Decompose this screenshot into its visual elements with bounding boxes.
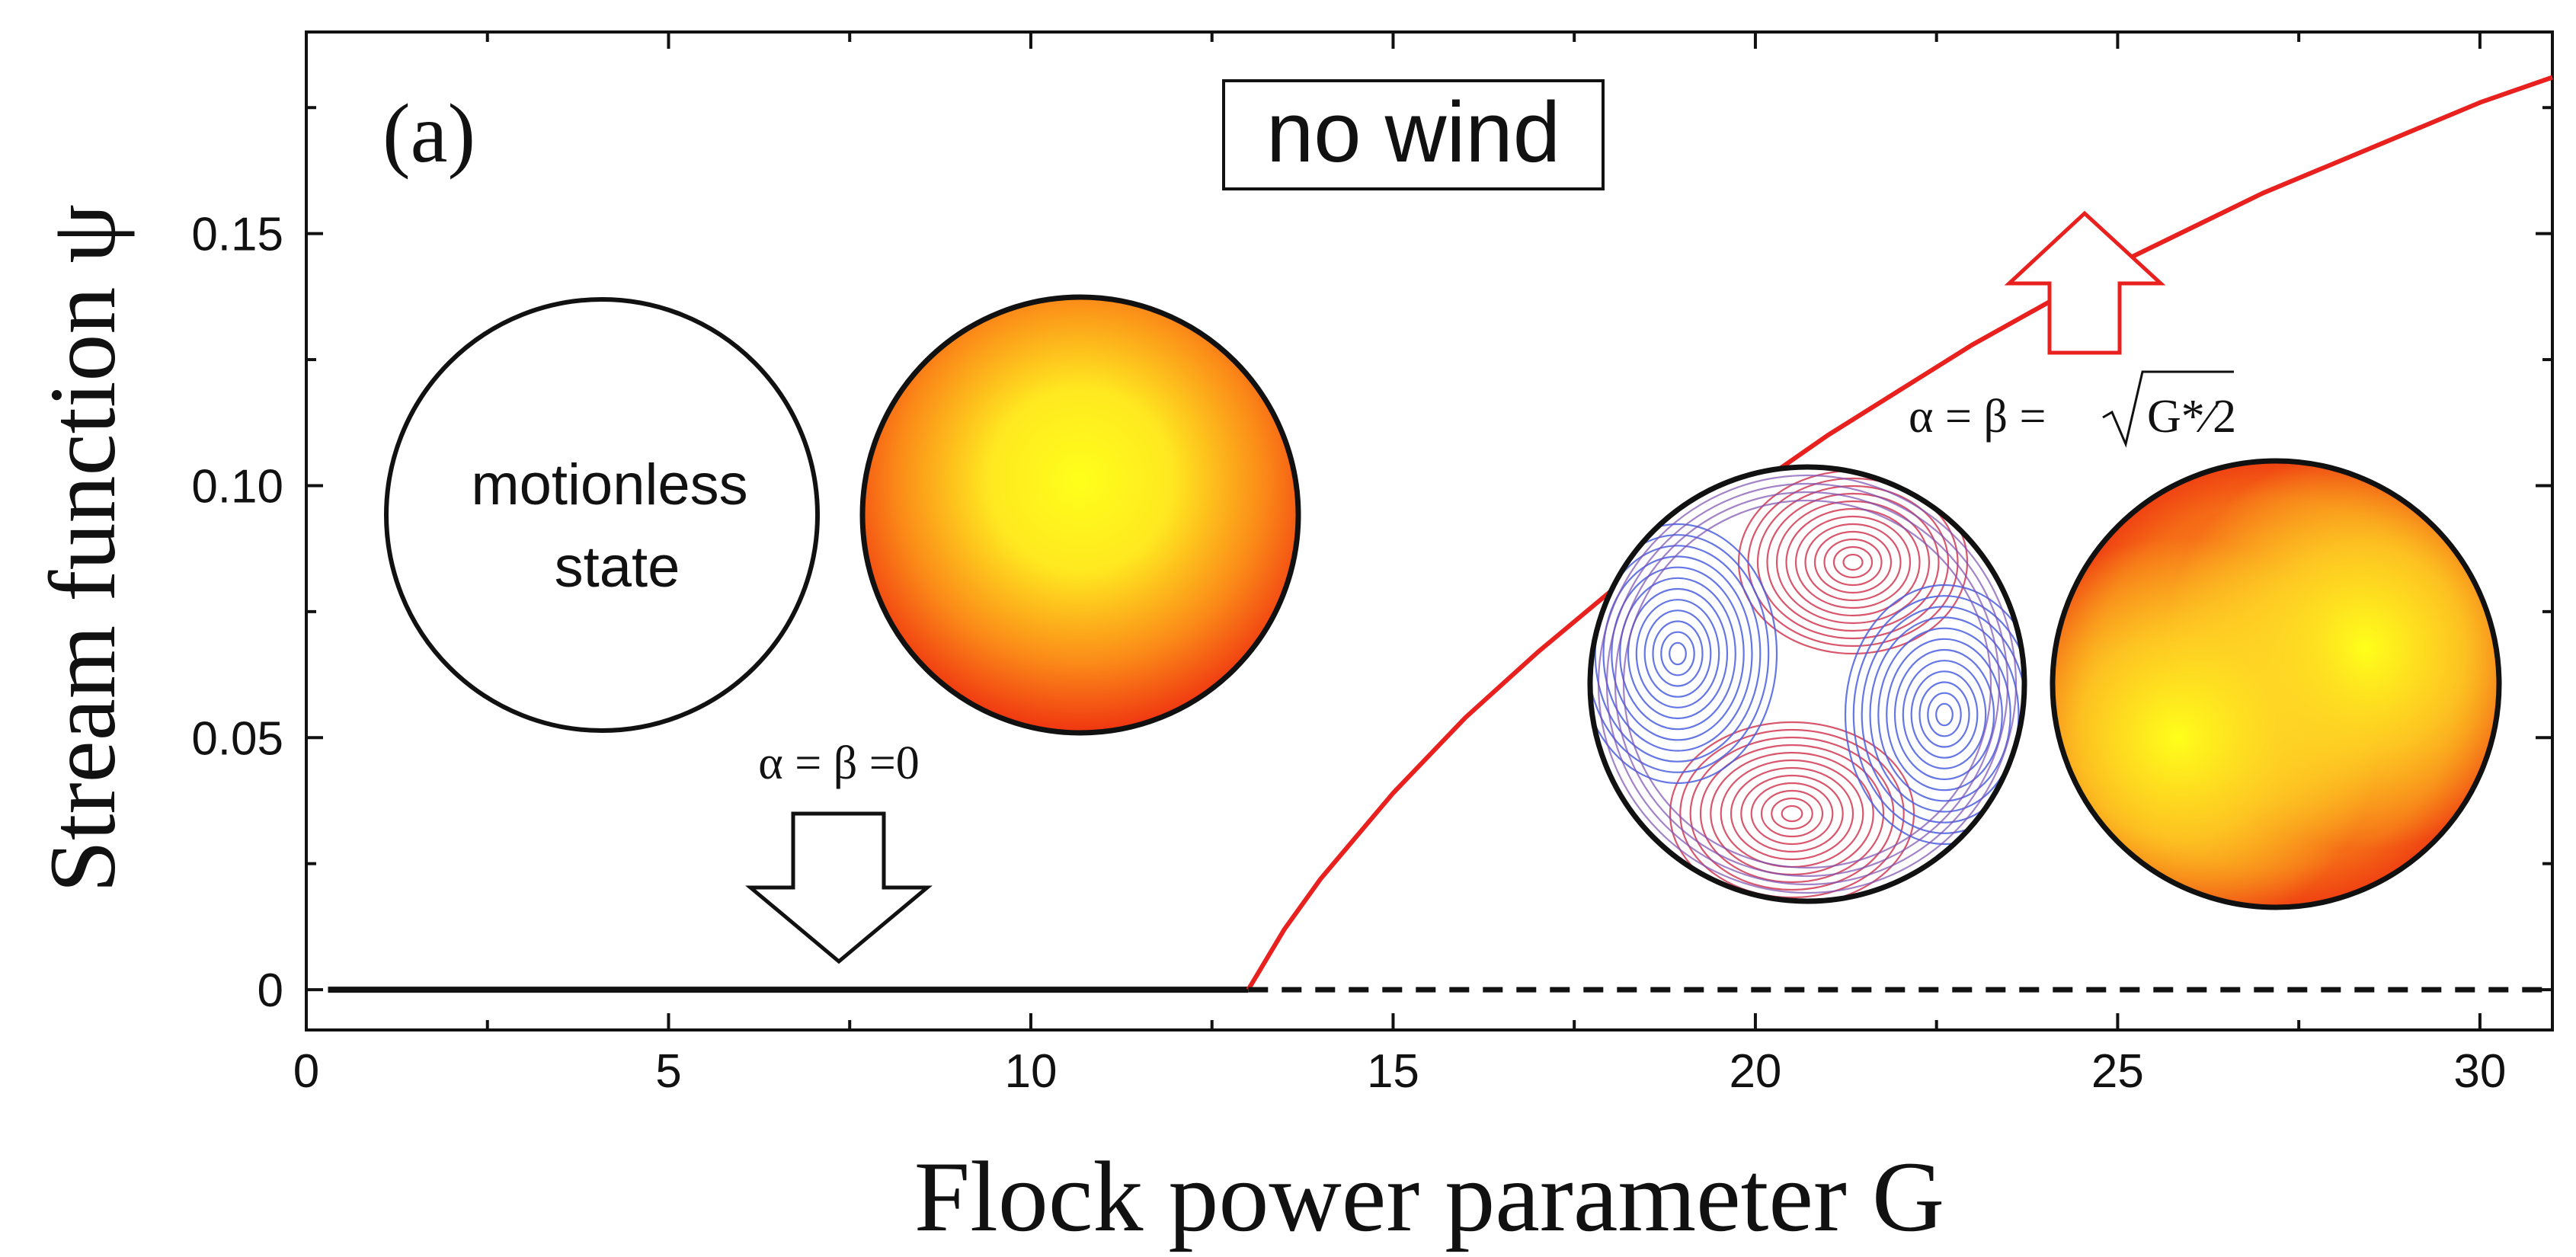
contour-line xyxy=(1886,638,2003,792)
contour-line xyxy=(1861,606,2024,824)
contour-line xyxy=(1760,789,1824,838)
contour-line xyxy=(1844,584,2024,846)
contour-line xyxy=(1590,523,1778,785)
x-axis-title: Flock power parameter G xyxy=(914,1140,1944,1252)
contour-line xyxy=(1710,751,1874,876)
contour-line xyxy=(1643,609,1712,698)
contour-line-outer xyxy=(1597,474,2018,894)
alpha-beta-zero-label: α = β =0 xyxy=(758,737,919,789)
contour-line xyxy=(1699,744,1885,884)
contour-line xyxy=(1602,555,1753,752)
x-tick-label: 0 xyxy=(293,1045,319,1098)
motionless-label-line2: state xyxy=(555,535,680,600)
contour-line xyxy=(1660,631,1695,676)
contour-line xyxy=(1771,797,1813,830)
contour-line xyxy=(1918,681,1970,748)
contour-line xyxy=(1832,545,1874,579)
contour-line xyxy=(1869,616,2020,813)
contour-line xyxy=(1823,538,1883,587)
down-arrow xyxy=(745,811,933,964)
contour-line xyxy=(1590,534,1770,773)
axis-ticks xyxy=(305,32,2552,1030)
axis-tick-labels: 0 5 10 15 20 25 30 0 0.05 0.10 0.15 xyxy=(191,209,2506,1098)
contour-line xyxy=(1781,804,1803,823)
contour-line xyxy=(1627,587,1729,720)
contour-line xyxy=(1635,599,1720,708)
alpha-beta-root-label: α = β = G*⁄2 xyxy=(1909,370,2236,448)
contour-line xyxy=(1927,692,1962,737)
contour-line xyxy=(1750,782,1834,846)
contour-line xyxy=(1877,627,2011,802)
x-tick-label: 20 xyxy=(1729,1045,1781,1098)
y-tick-label: 0.10 xyxy=(191,460,283,513)
y-axis-title: Stream function ψ xyxy=(30,204,135,893)
x-tick-label: 25 xyxy=(2091,1045,2144,1098)
y-tick-label: 0.05 xyxy=(191,712,283,765)
contour-line xyxy=(1935,702,1954,727)
contour-line xyxy=(1852,595,2024,834)
contour-line xyxy=(1910,670,1979,759)
heatmap-disk-nonuniform xyxy=(2050,458,2502,910)
contour-line xyxy=(1756,485,1950,640)
motionless-circle xyxy=(384,297,820,733)
x-tick-label: 30 xyxy=(2453,1045,2506,1098)
contour-line xyxy=(1775,500,1931,625)
title-box xyxy=(1222,79,1605,190)
series-line-2 xyxy=(1246,75,2553,991)
contour-line xyxy=(1730,766,1854,861)
contour-line xyxy=(1740,774,1844,853)
contour-line xyxy=(1785,507,1921,617)
contour-line-outer xyxy=(1614,491,2001,878)
contour-line-outer xyxy=(1622,499,1992,869)
series-layer xyxy=(328,75,2553,993)
panel-label: (a) xyxy=(382,87,475,180)
x-tick-label: 5 xyxy=(655,1045,681,1098)
contour-line xyxy=(1611,566,1745,741)
contour-line xyxy=(1679,728,1905,899)
contour-line-outer xyxy=(1605,482,2009,886)
alpha-beta-root-radicand: G*⁄2 xyxy=(2147,391,2236,443)
contour-line xyxy=(1594,545,1762,763)
x-tick-label: 10 xyxy=(1004,1045,1057,1098)
alpha-beta-root-prefix: α = β = xyxy=(1909,391,2058,443)
heatmap-disk-uniform xyxy=(859,294,1301,736)
contour-line xyxy=(1652,620,1704,687)
contour-line xyxy=(1669,641,1687,666)
y-tick-label: 0.15 xyxy=(191,209,283,261)
contour-line xyxy=(1794,515,1912,609)
contour-line xyxy=(1842,553,1864,571)
chart-title: no wind xyxy=(1266,85,1560,180)
y-tick-label: 0 xyxy=(258,964,283,1017)
contour-disk xyxy=(1587,464,2027,904)
contour-line xyxy=(1619,577,1736,731)
x-tick-label: 15 xyxy=(1367,1045,1419,1098)
contour-line xyxy=(1893,648,1995,781)
sqrt-sign xyxy=(2102,370,2234,448)
motionless-label-line1: motionless xyxy=(471,453,747,517)
plot-frame xyxy=(305,30,2554,1032)
contour-line xyxy=(1766,492,1940,632)
contour-line xyxy=(1669,721,1915,901)
up-arrow xyxy=(2004,210,2166,355)
contour-line xyxy=(1813,530,1893,594)
contour-line xyxy=(1804,523,1902,602)
contour-line xyxy=(1902,660,1987,769)
